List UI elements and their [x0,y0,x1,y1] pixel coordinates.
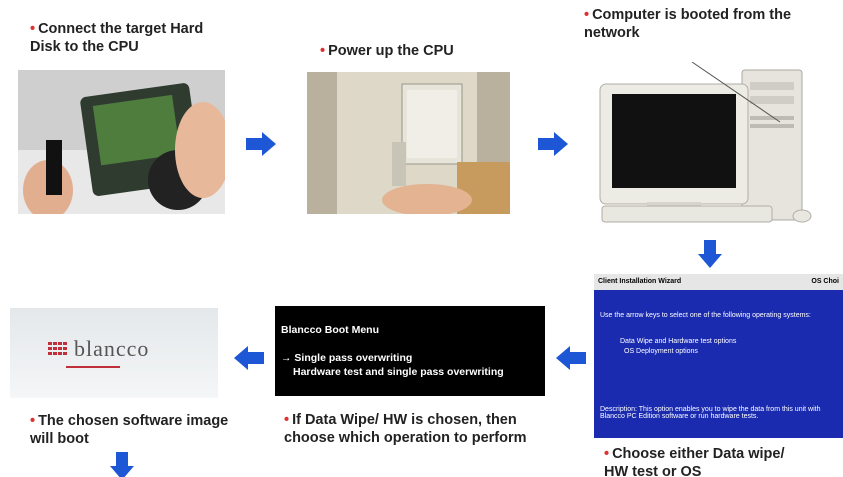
step1-hard-disk-photo [18,70,225,214]
step3-caption: •Computer is booted from the network [584,6,824,42]
step6-caption-text: The chosen software image will boot [30,413,229,447]
boot-menu-option[interactable]: Hardware test and single pass overwritin… [293,366,504,378]
step4-caption: •Choose either Data wipe/ HW test or OS [604,445,804,477]
step2-caption: •Power up the CPU [320,42,520,60]
screen-option[interactable]: Data Wipe and Hardware test options [620,338,737,345]
left-arrow-icon [556,346,586,370]
right-arrow-icon [246,132,276,156]
bullet: • [320,43,326,59]
down-arrow-icon [110,452,134,477]
step6-blancco-screen: blancco [10,308,218,398]
step4-caption-text: Choose either Data wipe/ HW test or OS [604,446,785,477]
step3-computer-illustration [592,62,817,228]
step5-caption: •If Data Wipe/ HW is chosen, then choose… [284,411,544,447]
step2-power-up-photo [307,72,510,214]
bullet: • [604,446,610,462]
screen-instruction: Use the arrow keys to select one of the … [600,312,811,319]
blancco-logo-icon [48,342,67,355]
screen-option[interactable]: OS Deployment options [624,348,698,355]
step5-boot-menu-screen: Blancco Boot Menu → Single pass overwrit… [275,306,545,396]
step1-caption: •Connect the target Hard Disk to the CPU [30,20,230,56]
screen-description: Description: This option enables you to … [600,406,821,420]
screen-title-right: OS Choi [811,278,839,285]
screen-title: Client Installation Wizard [598,278,682,285]
blancco-logo-text: blancco [74,336,150,361]
bullet: • [584,7,590,23]
bullet: • [284,412,290,428]
right-arrow-icon [538,132,568,156]
step1-caption-text: Connect the target Hard Disk to the CPU [30,21,204,55]
step2-caption-text: Power up the CPU [328,43,454,59]
step3-caption-text: Computer is booted from the network [584,7,792,41]
step5-caption-text: If Data Wipe/ HW is chosen, then choose … [284,412,527,446]
step6-caption: •The chosen software image will boot [30,412,230,448]
left-arrow-icon [234,346,264,370]
logo-underline [66,366,120,368]
bullet: • [30,21,36,37]
bullet: • [30,413,36,429]
boot-menu-title: Blancco Boot Menu [281,324,380,336]
step4-os-chooser-screen: Client Installation Wizard OS Choi Use t… [594,274,843,438]
boot-menu-option[interactable]: → Single pass overwriting [281,352,413,364]
down-arrow-icon [698,240,722,268]
